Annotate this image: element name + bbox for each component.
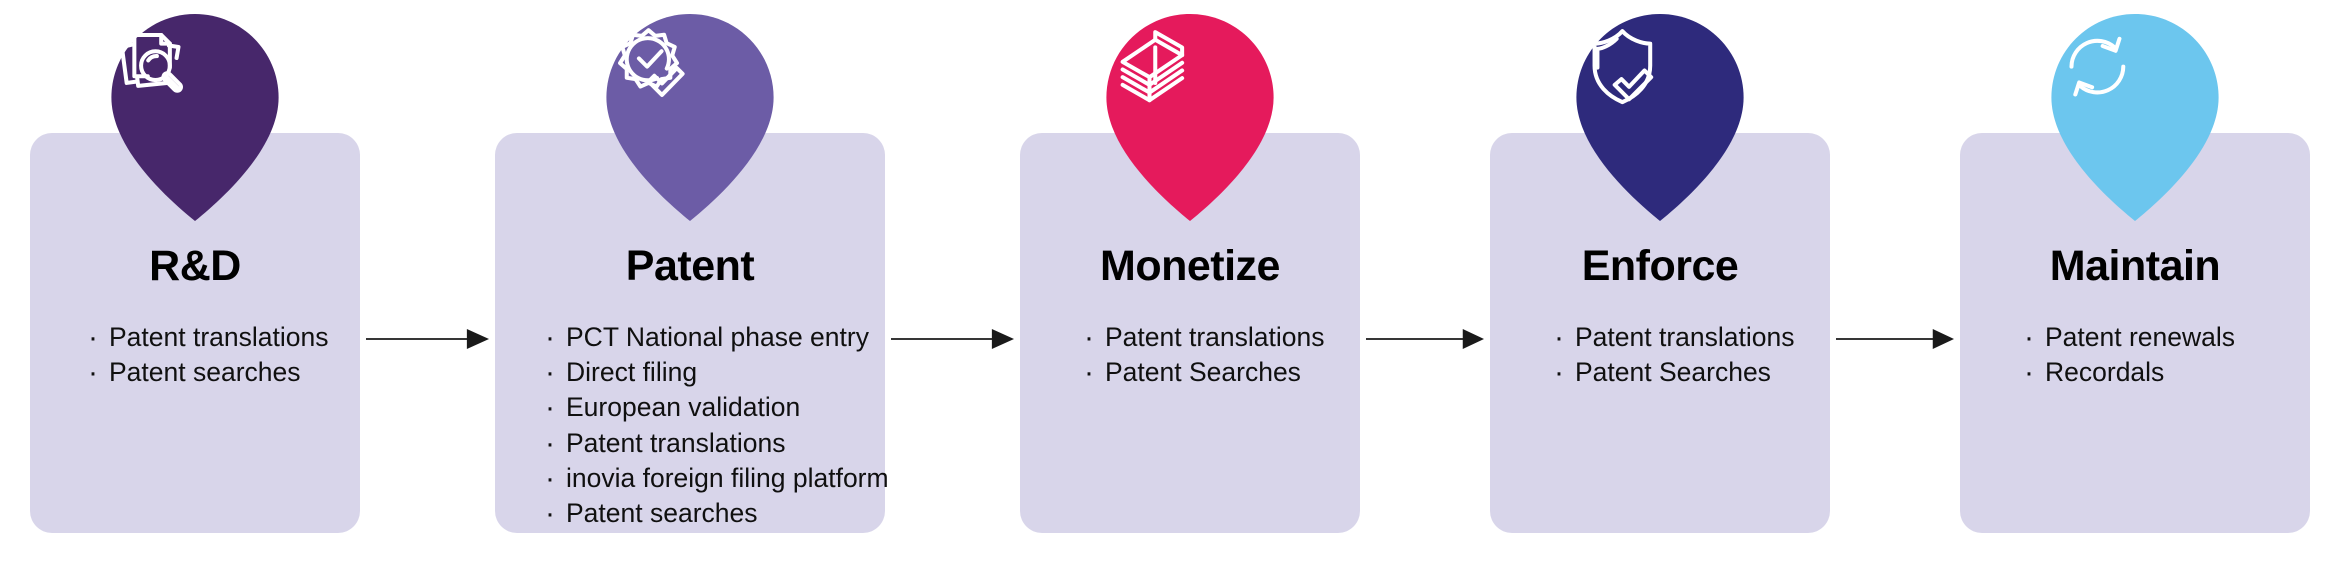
documents-magnifier-icon [100, 10, 290, 225]
list-item: Patent translations [1552, 319, 1804, 357]
stage-patent[interactable]: PatentPCT National phase entryDirect fil… [495, 0, 889, 578]
stage-content-rd: R&D Patent translationsPatent searches [30, 242, 360, 392]
badge-check-icon [595, 10, 785, 225]
list-item: Patent translations [1082, 319, 1334, 357]
list-item: Patent Searches [1552, 354, 1804, 392]
stage-content-maintain: MaintainPatent renewalsRecordals [1960, 242, 2310, 392]
service-list-enforce: Patent translationsPatent Searches [1516, 319, 1804, 392]
stage-content-monetize: MonetizePatent translationsPatent Search… [1020, 242, 1360, 392]
service-list-patent: PCT National phase entryDirect filingEur… [521, 319, 889, 533]
stage-title-enforce: Enforce [1581, 242, 1739, 290]
list-item: Patent searches [543, 495, 859, 533]
service-list-monetize: Patent translationsPatent Searches [1046, 319, 1334, 392]
connector-arrow-patent-to-monetize [891, 326, 1014, 352]
stage-enforce[interactable]: EnforcePatent translationsPatent Searche… [1490, 0, 1830, 578]
connector-arrow-enforce-to-maintain [1836, 326, 1954, 352]
list-item: Direct filing [543, 354, 859, 392]
stage-title-monetize: Monetize [1100, 242, 1280, 290]
stage-content-enforce: EnforcePatent translationsPatent Searche… [1490, 242, 1830, 392]
list-item: Patent Searches [1082, 354, 1334, 392]
list-item: Recordals [2022, 354, 2284, 392]
stage-rd[interactable]: R&D Patent translationsPatent searches [30, 0, 360, 578]
list-item: Patent translations [543, 425, 859, 463]
stage-title-rd: R&D [149, 242, 241, 290]
service-list-maintain: Patent renewalsRecordals [1986, 319, 2284, 392]
connector-arrow-monetize-to-enforce [1366, 326, 1484, 352]
list-item: European validation [543, 389, 859, 427]
list-item: Patent searches [86, 354, 334, 392]
connector-arrow-rd-to-patent [366, 326, 489, 352]
list-item: Patent renewals [2022, 319, 2284, 357]
shield-check-icon [1565, 10, 1755, 225]
money-stack-icon [1095, 10, 1285, 225]
list-item: inovia foreign filing platform [543, 460, 889, 498]
stage-maintain[interactable]: MaintainPatent renewalsRecordals [1960, 0, 2310, 578]
list-item: PCT National phase entry [543, 319, 869, 357]
list-item: Patent translations [86, 319, 334, 357]
stage-title-maintain: Maintain [2049, 242, 2221, 290]
stage-content-patent: PatentPCT National phase entryDirect fil… [495, 242, 889, 533]
service-list-rd: Patent translationsPatent searches [56, 319, 334, 392]
stage-monetize[interactable]: MonetizePatent translationsPatent Search… [1020, 0, 1360, 578]
stage-title-patent: Patent [625, 242, 755, 290]
refresh-cycle-icon [2040, 10, 2230, 225]
